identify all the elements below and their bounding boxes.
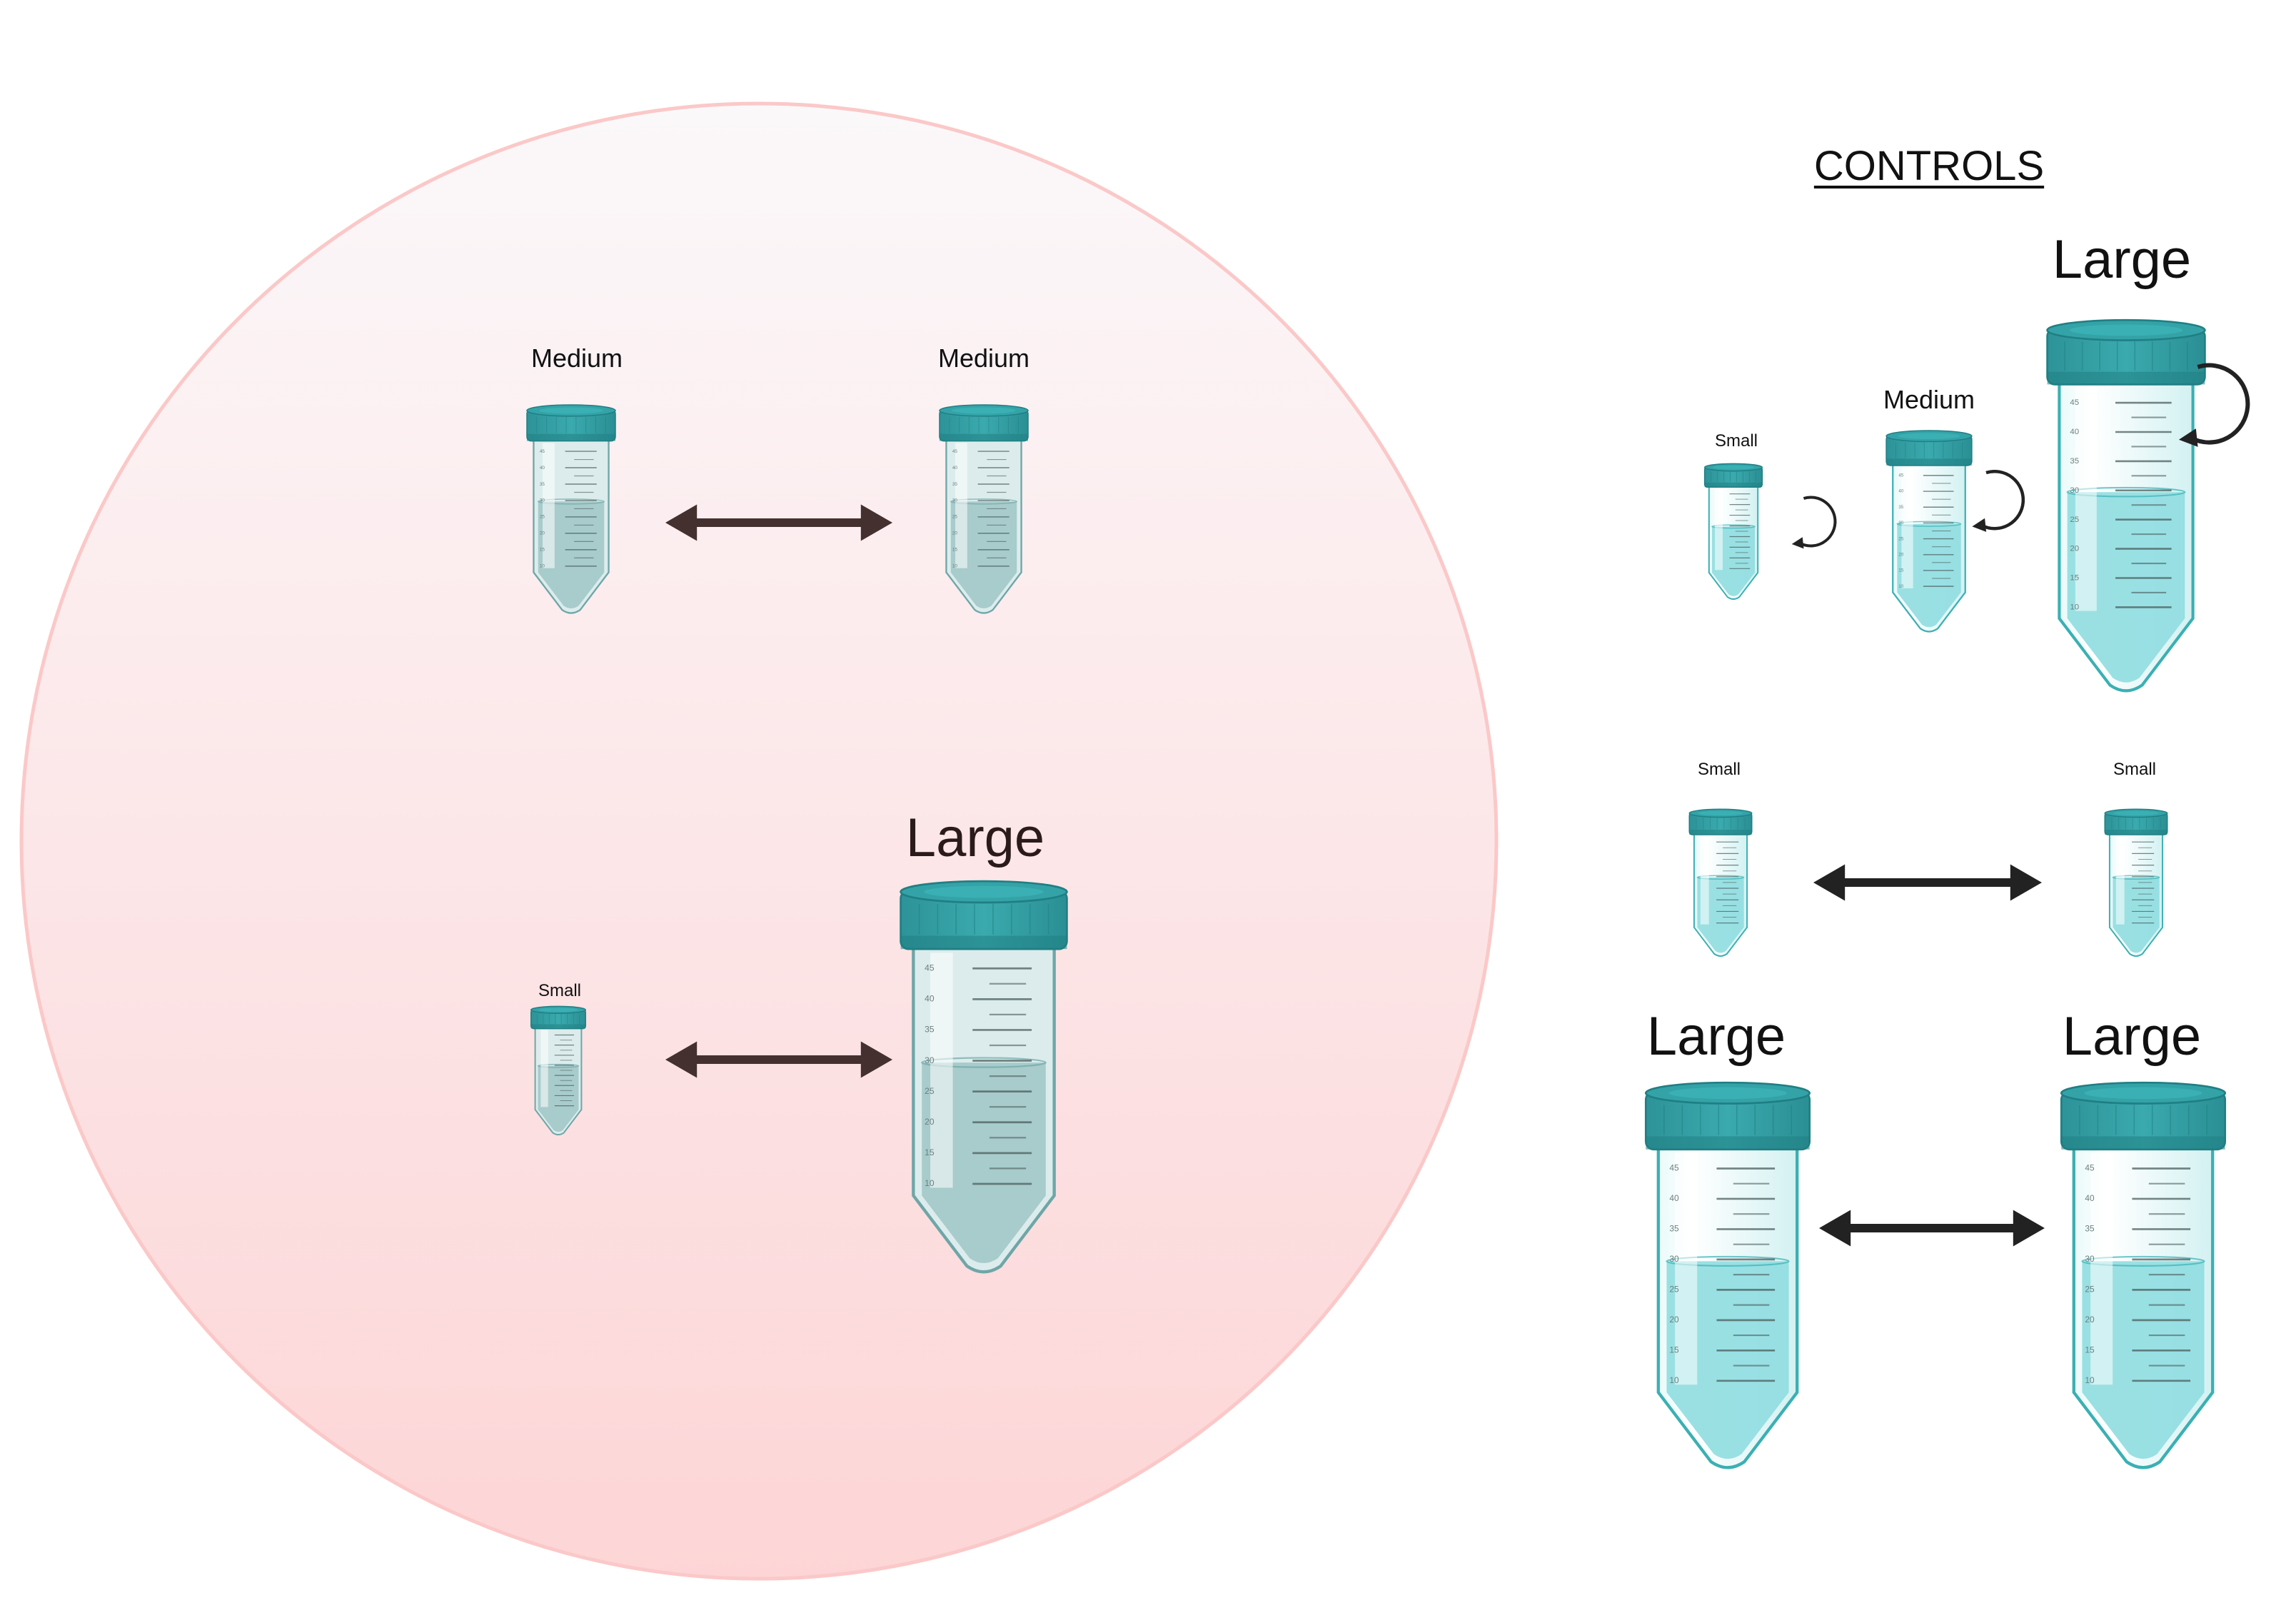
graduation-mark-label: 40 bbox=[1898, 489, 1903, 494]
graduation-mark-label: 40 bbox=[1669, 1193, 1679, 1203]
graduation-mark-label: 40 bbox=[540, 466, 545, 471]
graduation-mark-label: 40 bbox=[925, 994, 935, 1004]
graduation-mark-label: 10 bbox=[952, 564, 958, 569]
graduation-mark-label: 20 bbox=[2085, 1315, 2095, 1325]
graduation-mark-label: 15 bbox=[1898, 568, 1903, 573]
controls-large-pair-double-arrow bbox=[1819, 1210, 2045, 1247]
graduation-mark-label: 25 bbox=[540, 515, 545, 520]
controls-spin-large-tube: 45 40 35 30 25 20 15 10 bbox=[2046, 318, 2206, 693]
blended-condition-circle bbox=[19, 101, 1499, 1581]
graduation-mark-label: 15 bbox=[925, 1147, 935, 1157]
graduation-mark-label: 30 bbox=[925, 1055, 935, 1065]
circle-bottom-double-arrow bbox=[665, 1041, 892, 1078]
graduation-mark-label: 30 bbox=[952, 498, 958, 503]
controls-large-pair-left-label: Large bbox=[1646, 1006, 1786, 1067]
controls-spin-small-label: Small bbox=[1714, 431, 1758, 451]
controls-spin-large-label: Large bbox=[2052, 229, 2192, 290]
graduation-mark-label: 10 bbox=[1669, 1375, 1679, 1385]
graduation-mark-label: 45 bbox=[952, 449, 958, 454]
graduation-mark-label: 25 bbox=[1898, 536, 1903, 541]
graduation-mark-label: 35 bbox=[1669, 1224, 1679, 1234]
controls-spin-medium-rotation-arrow bbox=[1972, 469, 2025, 532]
graduation-mark-label: 35 bbox=[2070, 457, 2079, 466]
graduation-mark-label: 20 bbox=[1898, 552, 1903, 557]
controls-spin-small-rotation-arrow bbox=[1791, 496, 1837, 549]
graduation-mark-label: 40 bbox=[952, 466, 958, 471]
graduation-mark-label: 20 bbox=[952, 531, 958, 536]
graduation-mark-label: 45 bbox=[1898, 473, 1903, 478]
graduation-mark-label: 30 bbox=[2070, 486, 2079, 495]
controls-small-pair-left-label: Small bbox=[1697, 760, 1741, 779]
graduation-mark-label: 30 bbox=[1669, 1254, 1679, 1264]
controls-spin-small-tube bbox=[1703, 463, 1763, 601]
graduation-mark-label: 35 bbox=[952, 482, 958, 487]
graduation-mark-label: 15 bbox=[540, 548, 545, 553]
graduation-mark-label: 10 bbox=[925, 1178, 935, 1188]
controls-title: CONTROLS bbox=[1813, 143, 2045, 189]
graduation-mark-label: 30 bbox=[1898, 521, 1903, 526]
controls-small-pair-left-tube bbox=[1688, 808, 1753, 957]
controls-spin-large-rotation-arrow bbox=[2178, 363, 2250, 447]
graduation-mark-label: 45 bbox=[540, 449, 545, 454]
controls-large-pair-left-tube: 45 40 35 30 25 20 15 10 bbox=[1644, 1081, 1811, 1469]
circle-top-right-medium-tube: 45 40 35 30 25 20 15 10 bbox=[939, 404, 1029, 614]
graduation-mark-label: 45 bbox=[1669, 1163, 1679, 1173]
graduation-mark-label: 20 bbox=[540, 531, 545, 536]
graduation-mark-label: 35 bbox=[925, 1025, 935, 1035]
circle-top-double-arrow bbox=[665, 504, 892, 541]
circle-top-left-medium-label: Medium bbox=[530, 343, 623, 373]
circle-bottom-small-label: Small bbox=[538, 981, 582, 1000]
graduation-mark-label: 10 bbox=[540, 564, 545, 569]
controls-large-pair-right-label: Large bbox=[2062, 1006, 2202, 1067]
controls-spin-medium-label: Medium bbox=[1883, 385, 1975, 414]
controls-small-pair-right-tube bbox=[2104, 808, 2168, 957]
graduation-mark-label: 10 bbox=[2070, 603, 2079, 612]
graduation-mark-label: 15 bbox=[952, 548, 958, 553]
graduation-mark-label: 25 bbox=[952, 515, 958, 520]
graduation-mark-label: 25 bbox=[1669, 1285, 1679, 1295]
circle-bottom-large-tube: 45 40 35 30 25 20 15 10 bbox=[900, 880, 1068, 1274]
circle-bottom-large-label: Large bbox=[905, 808, 1045, 868]
graduation-mark-label: 35 bbox=[1898, 505, 1903, 510]
graduation-mark-label: 35 bbox=[540, 482, 545, 487]
circle-top-right-medium-label: Medium bbox=[937, 343, 1030, 373]
circle-top-left-medium-tube: 45 40 35 30 25 20 15 10 bbox=[526, 404, 616, 614]
graduation-mark-label: 25 bbox=[925, 1086, 935, 1096]
graduation-mark-label: 25 bbox=[2085, 1285, 2095, 1295]
graduation-mark-label: 30 bbox=[540, 498, 545, 503]
graduation-mark-label: 35 bbox=[2085, 1224, 2095, 1234]
graduation-mark-label: 20 bbox=[925, 1117, 935, 1127]
controls-spin-medium-tube: 45 40 35 30 25 20 15 10 bbox=[1885, 430, 1973, 633]
graduation-mark-label: 20 bbox=[2070, 545, 2079, 553]
circle-bottom-small-tube bbox=[530, 1005, 586, 1136]
graduation-mark-label: 30 bbox=[2085, 1254, 2095, 1264]
graduation-mark-label: 40 bbox=[2070, 428, 2079, 436]
graduation-mark-label: 15 bbox=[1669, 1345, 1679, 1355]
graduation-mark-label: 20 bbox=[1669, 1315, 1679, 1325]
controls-small-pair-right-label: Small bbox=[2113, 760, 2157, 779]
graduation-mark-label: 15 bbox=[2070, 574, 2079, 583]
graduation-mark-label: 40 bbox=[2085, 1193, 2095, 1203]
graduation-mark-label: 45 bbox=[925, 963, 935, 973]
graduation-mark-label: 45 bbox=[2085, 1163, 2095, 1173]
graduation-mark-label: 10 bbox=[2085, 1375, 2095, 1385]
controls-small-pair-double-arrow bbox=[1813, 864, 2042, 901]
graduation-mark-label: 25 bbox=[2070, 516, 2079, 524]
graduation-mark-label: 45 bbox=[2070, 398, 2079, 407]
graduation-mark-label: 15 bbox=[2085, 1345, 2095, 1355]
controls-large-pair-right-tube: 45 40 35 30 25 20 15 10 bbox=[2060, 1081, 2227, 1469]
graduation-mark-label: 10 bbox=[1898, 584, 1903, 589]
